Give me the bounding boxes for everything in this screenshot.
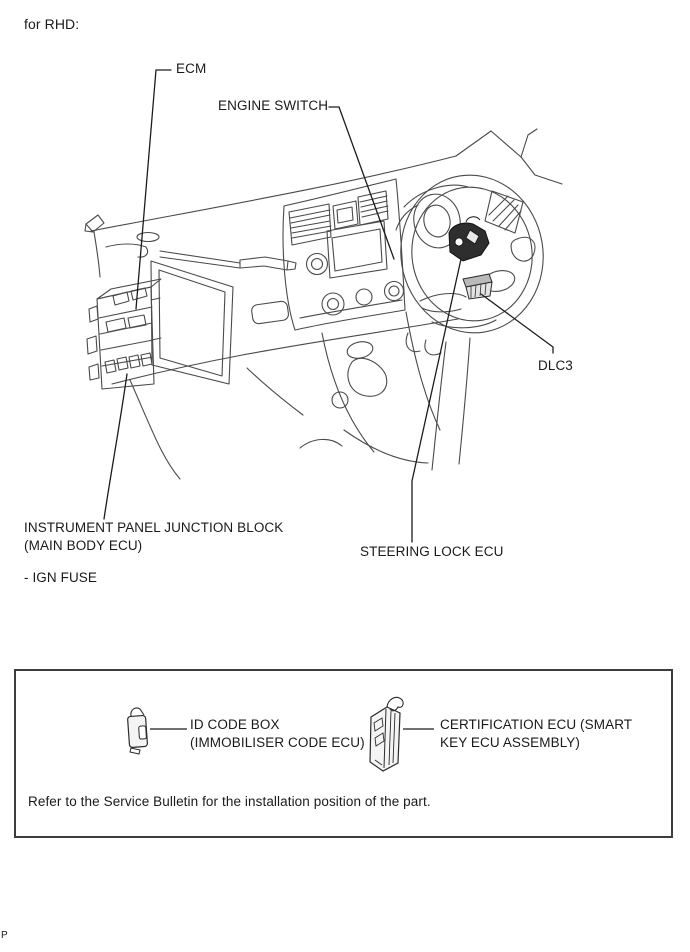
id-code-box-label-line1: ID CODE BOX — [190, 717, 280, 732]
dlc3-label: DLC3 — [538, 358, 573, 373]
service-bulletin-note: Refer to the Service Bulletin for the in… — [28, 794, 431, 809]
ecm-label: ECM — [176, 61, 207, 76]
page-marker: P — [1, 930, 8, 941]
certification-ecu-label-line2: KEY ECU ASSEMBLY) — [440, 735, 581, 750]
junction-block-label-line2: (MAIN BODY ECU) — [24, 538, 143, 553]
ign-fuse-label: - IGN FUSE — [24, 570, 98, 585]
id-code-box-label-line2: (IMMOBILISER CODE ECU) — [190, 735, 365, 750]
engine-switch-label: ENGINE SWITCH — [218, 98, 329, 113]
junction-block-label-line1: INSTRUMENT PANEL JUNCTION BLOCK — [24, 520, 284, 535]
legend-box — [14, 669, 673, 838]
page-title: for RHD: — [24, 16, 80, 32]
steering-lock-ecu-label: STEERING LOCK ECU — [360, 544, 504, 559]
certification-ecu-label-line1: CERTIFICATION ECU (SMART — [440, 717, 633, 732]
